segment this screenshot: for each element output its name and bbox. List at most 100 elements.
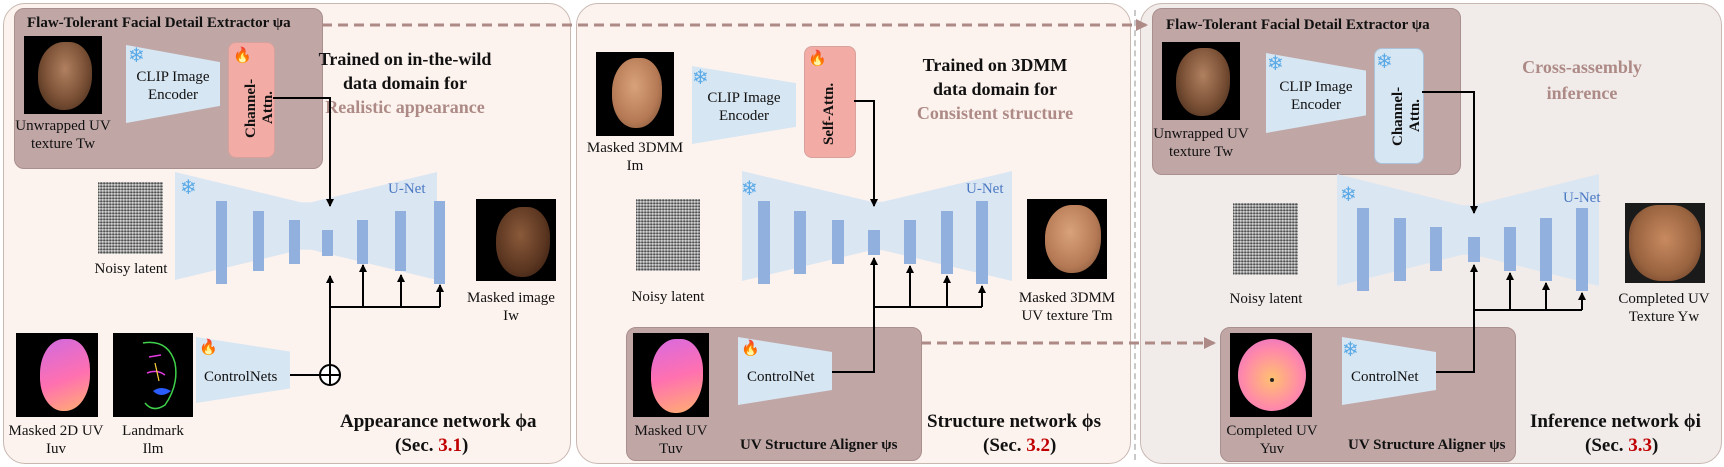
unet-layer [1394, 218, 1406, 281]
noisy-latent-label: Noisy latent [631, 289, 705, 305]
unet-layer [941, 211, 953, 274]
unet-layer [1430, 227, 1442, 271]
masked-3dmm-label-2: Im [626, 158, 644, 174]
channel-attn-block [228, 42, 275, 158]
unet-layer [322, 230, 333, 256]
landmark-image [113, 333, 193, 417]
cross-assembly-caption-2: inference [1546, 83, 1618, 103]
clip-encoder-label-2: Encoder [719, 108, 769, 124]
completed-uv-texture-label-1: Completed UV [1618, 291, 1710, 307]
caption-line-1: Trained on 3DMM [922, 55, 1068, 75]
masked-image [476, 199, 556, 281]
snowflake-icon: ❄ [1376, 51, 1393, 73]
completed-uv-texture-label-2: Texture Yw [1628, 309, 1700, 325]
attn-to-unet-arrow [854, 100, 878, 207]
structure-network-title: Structure network ϕs [927, 411, 1102, 432]
inference-network-title: Inference network ϕi [1530, 411, 1701, 432]
masked-uv-label-1: Masked UV [634, 423, 708, 439]
caption-line-2: data domain for [932, 79, 1057, 99]
unet-layer [434, 201, 445, 284]
masked-3dmm-texture-label-2: UV texture Tm [1021, 308, 1113, 324]
masked-3dmm-label-1: Masked 3DMM [586, 140, 684, 156]
unet-layer [289, 220, 300, 264]
attn-to-unet-arrow [1422, 91, 1478, 214]
masked-3dmm-image [596, 52, 674, 136]
completed-uv-label-1: Completed UV [1226, 423, 1318, 439]
unet-label: U-Net [1563, 190, 1601, 206]
flame-icon: 🔥 [199, 340, 218, 356]
landmark-label-1: Landmark [122, 423, 184, 439]
unet-label: U-Net [388, 181, 426, 197]
self-attn-block [804, 46, 856, 158]
masked-2d-uv-image [16, 333, 98, 417]
sum-icon-cross [320, 365, 340, 385]
unet-label: U-Net [966, 181, 1004, 197]
unet-layer [395, 211, 406, 271]
masked-3dmm-uv-texture-image [1027, 199, 1107, 279]
clip-encoder-label-1: CLIP Image [136, 69, 210, 85]
unwrapped-uv-image [1162, 42, 1240, 120]
extractor-title: Flaw-Tolerant Facial Detail Extractor ψa [1166, 17, 1430, 33]
unet-layer [1504, 227, 1516, 271]
snowflake-icon: ❄ [692, 67, 709, 89]
unet-layer [832, 220, 844, 264]
clip-encoder-label-2: Encoder [1291, 97, 1341, 113]
unet-layer [976, 201, 988, 284]
masked-2d-uv-label-1: Masked 2D UV [8, 423, 104, 439]
snowflake-icon: ❄ [180, 177, 197, 199]
panel-divider [1134, 10, 1136, 460]
caption-line-1: Trained on in-the-wild [318, 49, 492, 69]
controlnet-label: ControlNet [747, 369, 815, 385]
landmark-label-2: Ilm [142, 441, 164, 457]
attn-to-unet-arrow [273, 97, 334, 207]
noisy-latent-label: Noisy latent [94, 261, 168, 277]
unet-layer [357, 220, 368, 264]
residual-bus-line [329, 306, 440, 365]
masked-uv-label-2: Tuv [659, 441, 683, 457]
snowflake-icon: ❄ [1342, 339, 1359, 361]
controlnet-bus-line [1436, 309, 1582, 373]
unet-layer [253, 211, 264, 271]
unet-layer [1357, 208, 1369, 291]
noisy-latent-image [636, 199, 700, 271]
clip-encoder-label-2: Encoder [148, 87, 198, 103]
completed-uv-label-2: Yuv [1259, 441, 1285, 457]
structure-sec-ref: (Sec. 3.2) [983, 435, 1057, 456]
snowflake-icon: ❄ [1267, 53, 1284, 75]
masked-2d-uv-label-2: Iuv [46, 441, 66, 457]
noisy-latent-label: Noisy latent [1229, 291, 1303, 307]
flame-icon: 🔥 [808, 51, 827, 67]
masked-uv-image [633, 333, 709, 417]
noisy-latent-image [98, 182, 163, 254]
unet-layer [1540, 218, 1552, 281]
noisy-latent-image [1233, 203, 1298, 275]
controlnet-label: ControlNet [1351, 369, 1419, 385]
caption-highlight: Consistent structure [916, 103, 1074, 123]
uv-structure-aligner-label: UV Structure Aligner ψs [1348, 437, 1506, 453]
flame-icon: 🔥 [741, 341, 760, 357]
appearance-sec-ref: (Sec. 3.1) [395, 435, 469, 456]
unet-layer [758, 201, 770, 284]
unet-layer [794, 211, 806, 274]
extractor-title: Flaw-Tolerant Facial Detail Extractor ψa [27, 15, 291, 31]
completed-uv-image [1230, 333, 1312, 417]
appearance-network-title: Appearance network ϕa [340, 411, 537, 432]
unwrapped-label-1: Unwrapped UV [1153, 126, 1249, 142]
snowflake-icon: ❄ [741, 178, 758, 200]
unet-layer [904, 220, 916, 264]
controlnet-bus-line [832, 306, 982, 373]
masked-image-label-2: Iw [503, 308, 519, 324]
unwrapped-uv-image [24, 36, 102, 114]
channel-attn-block [1374, 48, 1424, 164]
completed-uv-texture-image [1625, 203, 1705, 283]
inference-sec-ref: (Sec. 3.3) [1585, 435, 1659, 456]
caption-line-2: data domain for [342, 73, 467, 93]
controlnets-label: ControlNets [204, 369, 278, 385]
unet-layer [216, 201, 227, 284]
uv-structure-aligner-label: UV Structure Aligner ψs [740, 437, 898, 453]
clip-encoder-label-1: CLIP Image [707, 90, 781, 106]
masked-image-label-1: Masked image [467, 290, 555, 306]
snowflake-icon: ❄ [1340, 184, 1357, 206]
